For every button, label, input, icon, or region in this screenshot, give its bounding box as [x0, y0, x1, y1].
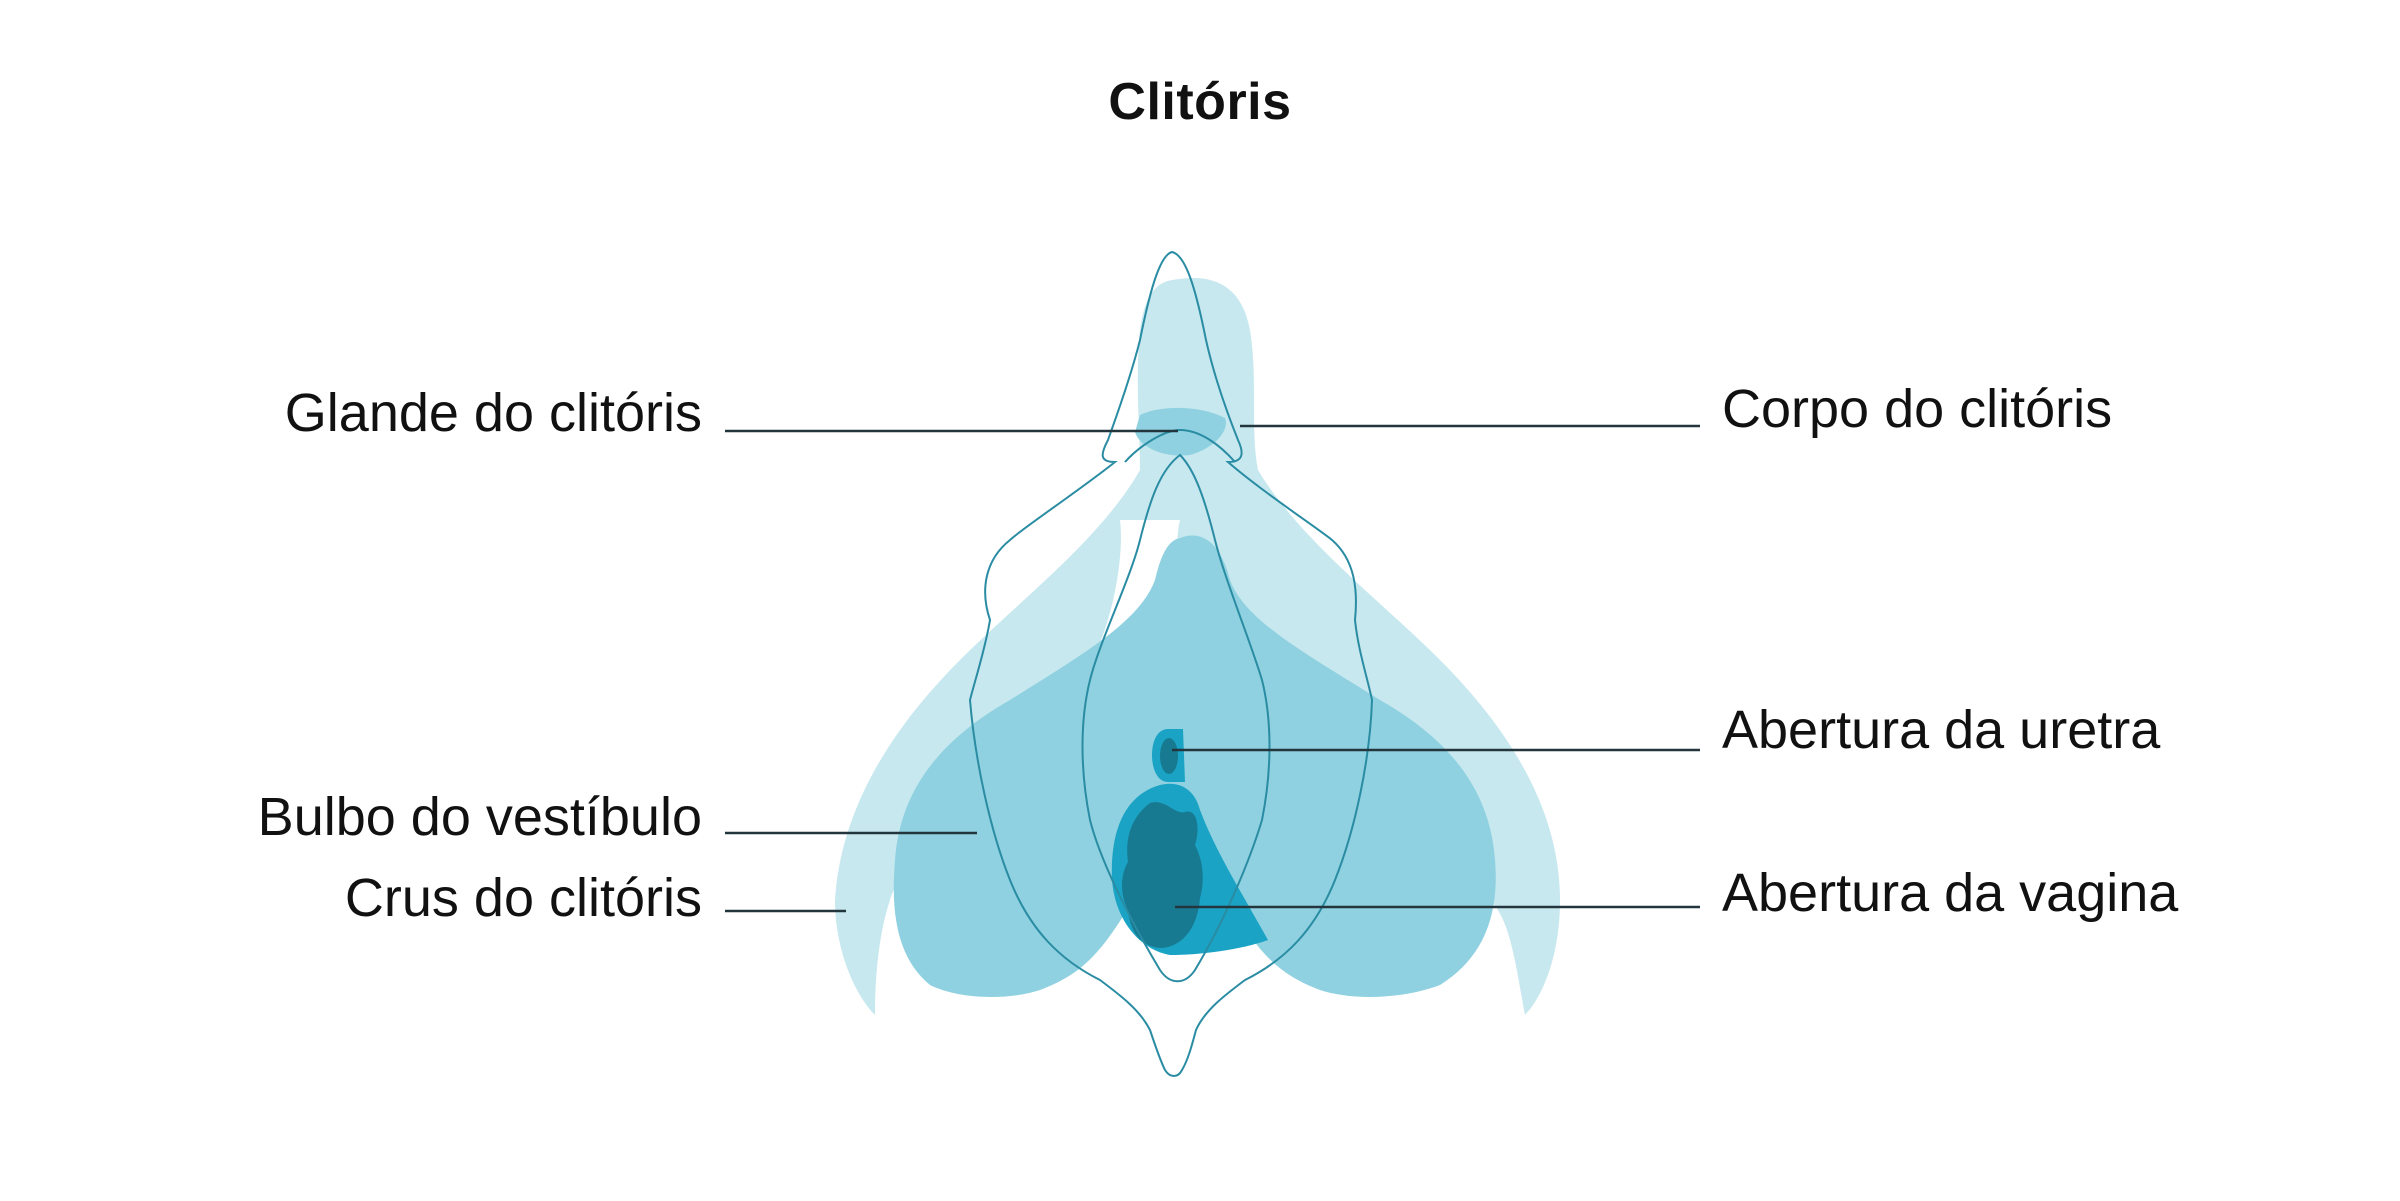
urethra-inner-shape — [1160, 738, 1178, 774]
label-corpo-do-clitoris: Corpo do clitóris — [1722, 382, 2112, 436]
label-abertura-da-uretra: Abertura da uretra — [1722, 703, 2160, 757]
label-glande-do-clitoris: Glande do clitóris — [285, 386, 702, 440]
label-abertura-da-vagina: Abertura da vagina — [1722, 866, 2178, 920]
label-crus-do-clitoris: Crus do clitóris — [345, 871, 702, 925]
label-bulbo-do-vestibulo: Bulbo do vestíbulo — [258, 790, 702, 844]
